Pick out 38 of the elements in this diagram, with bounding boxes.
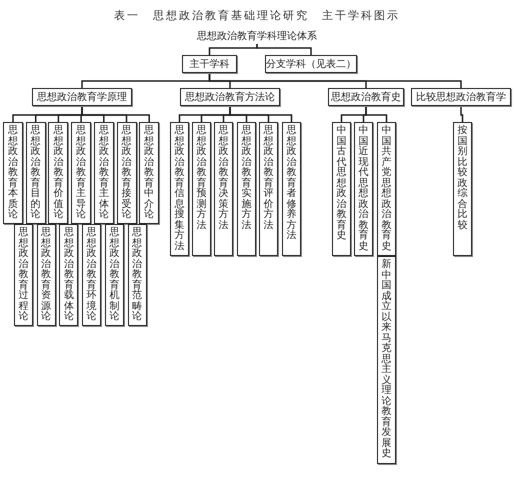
connector-line (365, 106, 388, 122)
subject-column: 思想政治教育者修养方法 (282, 122, 301, 256)
connector-line (81, 106, 150, 122)
connector-line (208, 73, 462, 88)
subject-column: 思想政治教育评价方法 (259, 122, 278, 256)
connector-line (460, 106, 464, 122)
subject-column: 思想政治教育范畴论 (128, 224, 146, 326)
category-box: 主干学科 (182, 55, 237, 73)
diagram-title: 表一 思想政治教育基础理论研究 主干学科图示 (113, 8, 401, 23)
subject-column: 思想政治教育本质论 (3, 122, 23, 224)
subject-column: 思想政治教育接受论 (116, 122, 136, 224)
connector-line (229, 106, 292, 122)
subject-column: 思想政治教育主导论 (71, 122, 92, 224)
subject-column: 思想政治教育价值论 (48, 122, 68, 224)
heading-label: 思想政治教育学科理论体系 (180, 28, 334, 44)
subject-column: 思想政治教育主体论 (94, 122, 114, 224)
subject-column: 中国共产党思想政治教育史 (377, 122, 396, 256)
subject-column: 思想政治教育机制论 (104, 224, 124, 326)
connector-line (256, 44, 312, 55)
subject-column: 思想政治教育中介论 (139, 122, 160, 224)
category-box: 思想政治教育方法论 (180, 88, 280, 106)
subject-column: 思想政治教育信息搜集方法 (170, 122, 189, 256)
subject-column: 思想政治教育资源论 (36, 224, 56, 326)
category-box: 分支学科（见表二） (265, 55, 357, 73)
subject-column: 新中国成立以来马克思主义理论教育发展史 (377, 256, 396, 464)
category-box: 比较思想政治教育学 (411, 88, 511, 106)
subject-column: 中国古代思想政治教育史 (332, 122, 351, 256)
subject-column: 思想政治教育环境论 (82, 224, 102, 326)
subject-column: 思想政治教育目的论 (26, 122, 46, 224)
category-box: 思想政治教育学原理 (32, 88, 132, 106)
category-box: 思想政治教育史 (328, 88, 404, 106)
subject-column: 思想政治教育预测方法 (192, 122, 211, 256)
subject-column: 思想政治教育载体论 (59, 224, 78, 326)
subject-column: 按国别比较政综合比较 (453, 122, 472, 256)
subject-column: 思想政治教育决策方法 (214, 122, 233, 256)
subject-column: 思想政治教育实施方法 (237, 122, 256, 256)
subject-column: 中国近现代思想政治教育史 (354, 122, 373, 256)
subject-column: 思想政治教育过程论 (14, 224, 33, 326)
